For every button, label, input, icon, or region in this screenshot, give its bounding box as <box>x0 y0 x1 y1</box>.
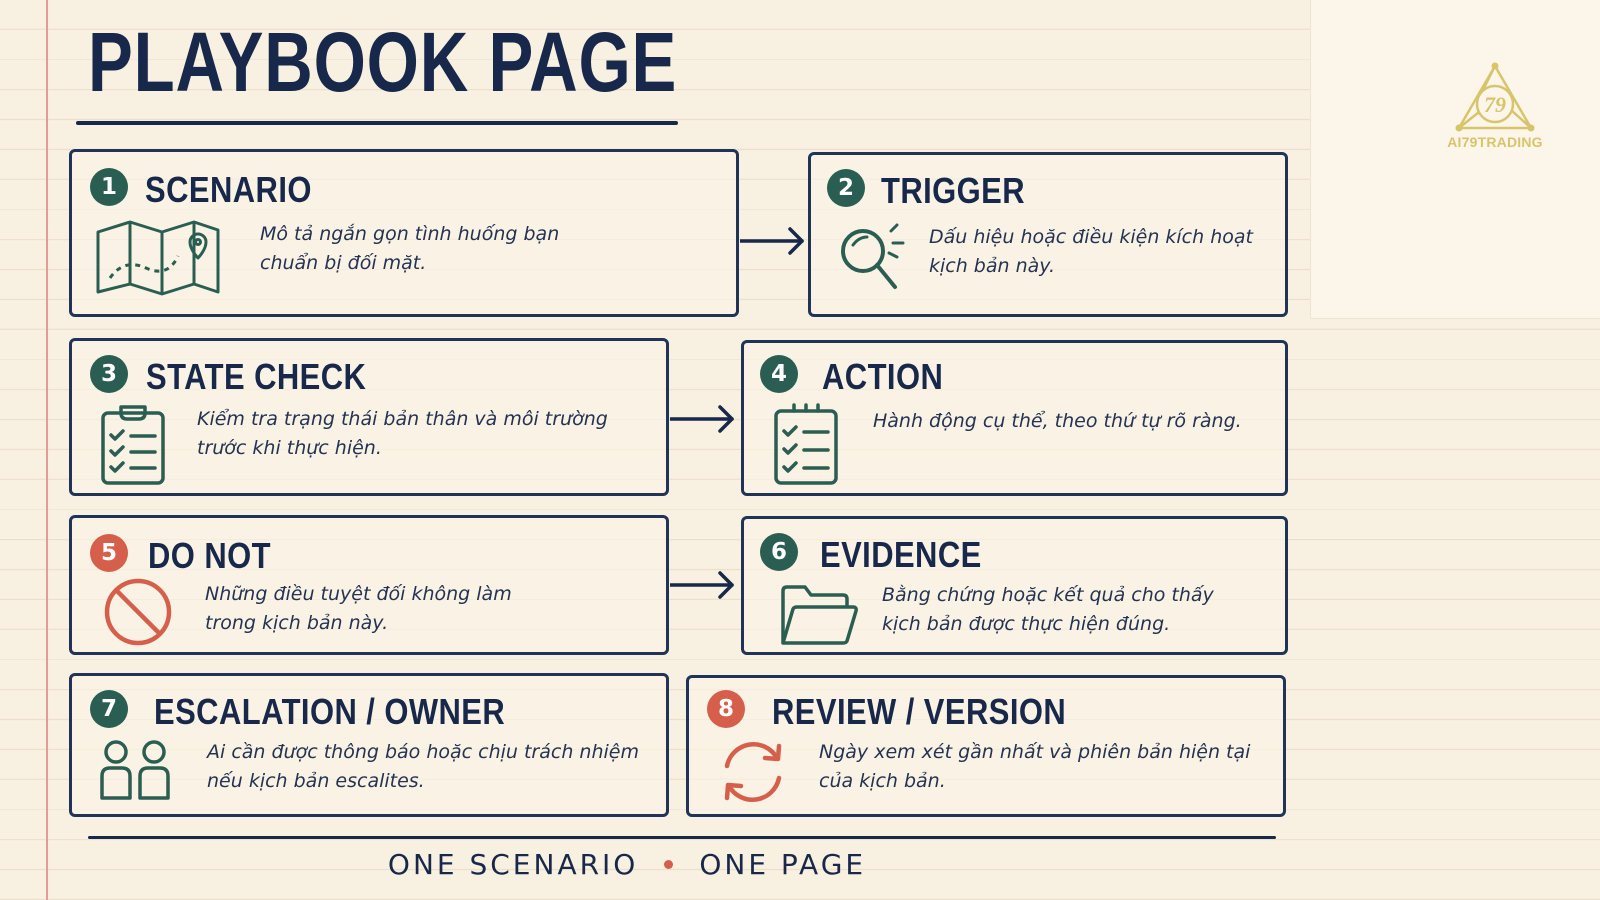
step-number-badge: 5 <box>90 534 128 572</box>
title-underline <box>76 121 678 125</box>
card-trigger: 2 TRIGGER Dấu hiệu hoặc điều kiện kích h… <box>808 152 1288 317</box>
card-title: SCENARIO <box>145 169 312 210</box>
card-description: Bằng chứng hoặc kết quả cho thấy kịch bả… <box>882 584 1214 635</box>
card-review-version: 8 REVIEW / VERSION Ngày xem xét gần nhất… <box>686 675 1286 817</box>
checklist-icon <box>774 403 838 485</box>
refresh-icon <box>724 742 782 802</box>
step-number-badge: 7 <box>90 690 128 728</box>
card-title: EVIDENCE <box>820 534 982 575</box>
card-title: ESCALATION / OWNER <box>154 691 506 732</box>
logo-mark: 79 <box>1484 92 1506 117</box>
card-title: DO NOT <box>148 535 271 576</box>
card-scenario: 1 SCENARIO Mô tả ngắn gọn tình huống bạn… <box>69 149 739 317</box>
card-title: ACTION <box>822 356 944 397</box>
notebook-margin-line <box>46 0 48 900</box>
card-state-check: 3 STATE CHECK Kiểm tra trạng thái bản th… <box>69 338 669 496</box>
step-number-badge: 3 <box>90 355 128 393</box>
card-description: Dấu hiệu hoặc điều kiện kích hoạt kịch b… <box>929 226 1253 277</box>
card-escalation-owner: 7 ESCALATION / OWNER Ai cần được thông b… <box>69 673 669 817</box>
footer-rule <box>88 836 1276 839</box>
logo-triangle-icon: 79 <box>1455 62 1535 132</box>
map-icon <box>96 220 220 296</box>
step-number-badge: 1 <box>90 168 128 206</box>
card-description: Những điều tuyệt đối không làm trong kịc… <box>205 583 512 634</box>
arrow-scenario-to-trigger <box>740 227 804 255</box>
card-description: Kiểm tra trạng thái bản thân và môi trườ… <box>197 408 608 459</box>
step-number-badge: 8 <box>707 690 745 728</box>
card-description: Mô tả ngắn gọn tình huống bạn chuẩn bị đ… <box>260 223 560 274</box>
card-action: 4 ACTION Hành động cụ thể, theo thứ tự r… <box>741 340 1288 496</box>
card-title: TRIGGER <box>881 170 1026 211</box>
arrow-do-not-to-evidence <box>670 571 734 599</box>
step-number-badge: 2 <box>827 169 865 207</box>
footer-right-text: ONE PAGE <box>699 848 867 881</box>
card-description: Hành động cụ thể, theo thứ tự rõ ràng. <box>873 410 1242 432</box>
corner-panel <box>1310 0 1600 319</box>
logo-text: AI79TRADING <box>1447 134 1543 150</box>
page-title: PLAYBOOK PAGE <box>88 15 678 109</box>
step-number-badge: 4 <box>760 355 798 393</box>
card-title: STATE CHECK <box>146 356 367 397</box>
footer-tagline: ONE SCENARIO ONE PAGE <box>0 848 1254 881</box>
card-description: Ai cần được thông báo hoặc chịu trách nh… <box>207 741 639 792</box>
step-number-badge: 6 <box>760 533 798 571</box>
magnifier-icon <box>841 223 905 289</box>
bullet-dot-icon <box>664 860 674 869</box>
card-description: Ngày xem xét gần nhất và phiên bản hiện … <box>819 741 1251 792</box>
card-title: REVIEW / VERSION <box>772 691 1067 732</box>
footer-left-text: ONE SCENARIO <box>387 848 639 881</box>
people-icon <box>100 740 170 800</box>
folder-icon <box>781 585 858 645</box>
prohibited-icon <box>104 578 172 646</box>
brand-logo: 79 AI79TRADING <box>1440 60 1550 150</box>
card-evidence: 6 EVIDENCE Bằng chứng hoặc kết quả cho t… <box>741 516 1288 655</box>
card-do-not: 5 DO NOT Những điều tuyệt đối không làm … <box>69 515 669 655</box>
clipboard-checklist-icon <box>101 405 165 485</box>
arrow-state-check-to-action <box>670 405 734 433</box>
